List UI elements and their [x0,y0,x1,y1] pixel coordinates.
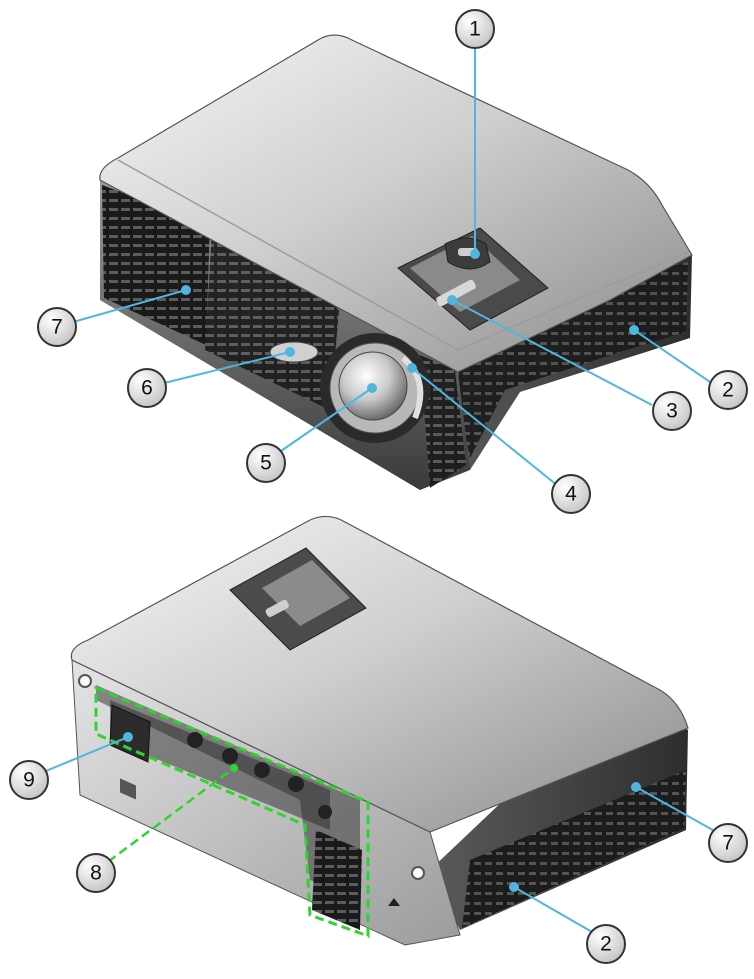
callout-label: 3 [666,400,678,423]
io-highlight-frame [94,685,370,939]
callout-3: 3 [652,391,692,431]
callout-4: 4 [551,474,591,514]
callout-label: 7 [722,832,734,855]
focus-ring [401,355,424,420]
callout-label: 1 [469,18,481,41]
callout-label: 2 [722,379,734,402]
callout-2-bottom: 2 [586,924,626,964]
callout-label: 4 [565,483,577,506]
right-side-vent [452,262,688,458]
callout-7-bottom: 7 [708,823,748,863]
callout-label: 5 [260,452,272,475]
callout-5: 5 [246,443,286,483]
zoom-focus-panel [410,236,520,312]
projector-front-view [99,34,693,490]
callout-label: 9 [23,769,35,792]
zoom-slider [436,279,476,307]
callout-7-top: 7 [37,307,77,347]
kensington-lock-icon [388,898,400,906]
leader-lines [28,48,728,941]
callout-6: 6 [127,368,167,408]
callout-label: 2 [600,933,612,956]
rear-top-shell [70,515,689,833]
callout-1: 1 [455,9,495,49]
callout-label: 8 [90,862,102,885]
callout-9: 9 [9,760,49,800]
callout-label: 7 [51,316,63,339]
projector-rear-view [70,515,689,946]
leader-line-dashed [96,764,238,872]
callout-8: 8 [76,853,116,893]
callout-2-top: 2 [708,370,748,410]
callout-label: 6 [141,377,153,400]
